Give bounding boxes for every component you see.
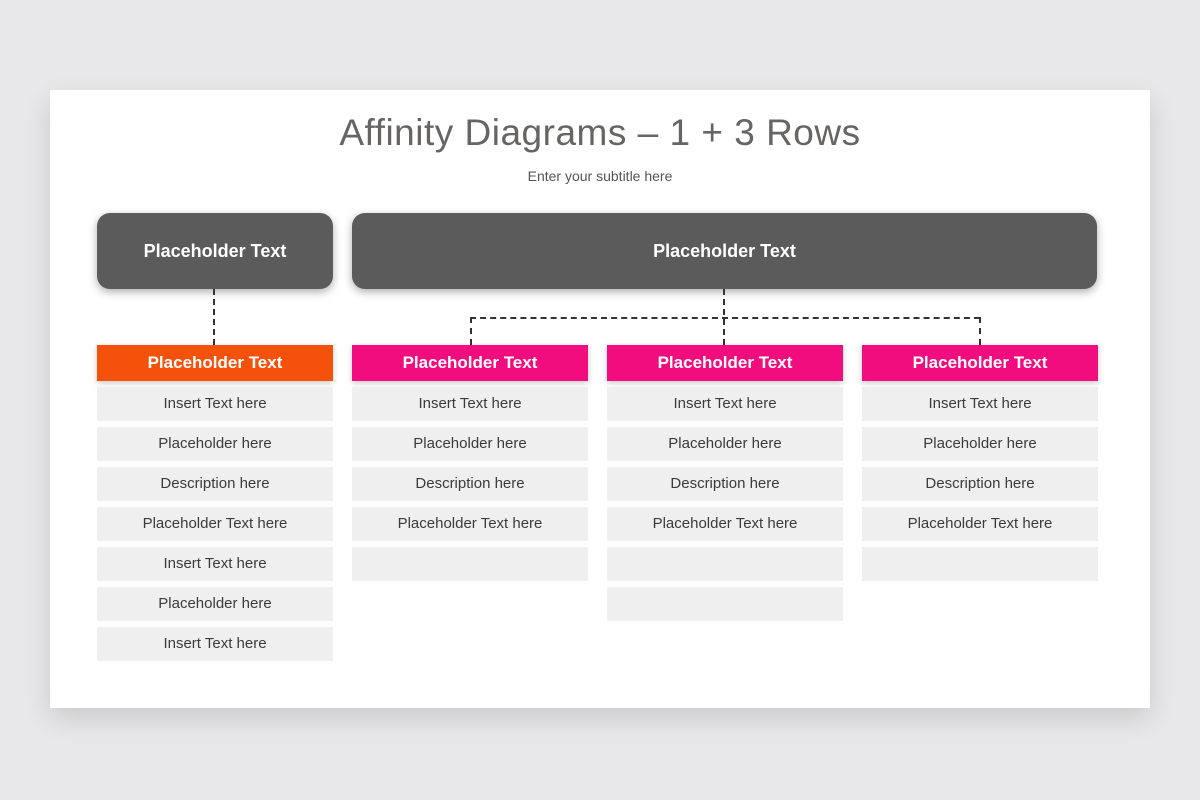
parent-box-right[interactable]: Placeholder Text xyxy=(352,213,1097,289)
parent-box-right-label: Placeholder Text xyxy=(653,240,796,261)
list-item[interactable]: Placeholder here xyxy=(352,427,588,461)
parent-box-left[interactable]: Placeholder Text xyxy=(97,213,333,289)
column-3-header[interactable]: Placeholder Text xyxy=(607,345,843,381)
column-1-header-label: Placeholder Text xyxy=(147,353,283,372)
list-item[interactable]: Placeholder here xyxy=(607,427,843,461)
column-4-header[interactable]: Placeholder Text xyxy=(862,345,1098,381)
connector-stub-left xyxy=(470,317,472,345)
affinity-column-4: Placeholder Text Insert Text here Placeh… xyxy=(862,345,1098,581)
list-item-empty[interactable] xyxy=(607,547,843,581)
list-item[interactable]: Description here xyxy=(607,467,843,501)
list-item[interactable]: Insert Text here xyxy=(607,387,843,421)
list-item[interactable]: Insert Text here xyxy=(862,387,1098,421)
affinity-column-3: Placeholder Text Insert Text here Placeh… xyxy=(607,345,843,621)
column-3-header-label: Placeholder Text xyxy=(657,353,793,372)
list-item[interactable]: Placeholder Text here xyxy=(607,507,843,541)
connector-left-vertical xyxy=(213,289,215,345)
column-2-header-label: Placeholder Text xyxy=(402,353,538,372)
parent-box-left-label: Placeholder Text xyxy=(143,240,287,261)
list-item[interactable]: Placeholder here xyxy=(97,587,333,621)
list-item[interactable]: Description here xyxy=(97,467,333,501)
connector-horizontal xyxy=(470,317,980,319)
list-item[interactable]: Placeholder Text here xyxy=(97,507,333,541)
list-item[interactable]: Placeholder Text here xyxy=(352,507,588,541)
list-item[interactable]: Description here xyxy=(862,467,1098,501)
list-item[interactable]: Description here xyxy=(352,467,588,501)
page-subtitle: Enter your subtitle here xyxy=(527,168,673,184)
list-item[interactable]: Placeholder here xyxy=(862,427,1098,461)
slide-card: Affinity Diagrams – 1 + 3 Rows Enter you… xyxy=(50,90,1150,708)
column-1-header[interactable]: Placeholder Text xyxy=(97,345,333,381)
affinity-column-2: Placeholder Text Insert Text here Placeh… xyxy=(352,345,588,581)
list-item[interactable]: Placeholder here xyxy=(97,427,333,461)
list-item-empty[interactable] xyxy=(607,587,843,621)
list-item[interactable]: Insert Text here xyxy=(352,387,588,421)
column-2-header[interactable]: Placeholder Text xyxy=(352,345,588,381)
column-4-header-label: Placeholder Text xyxy=(912,353,1048,372)
connector-stub-right xyxy=(979,317,981,345)
list-item[interactable]: Insert Text here xyxy=(97,547,333,581)
list-item[interactable]: Placeholder Text here xyxy=(862,507,1098,541)
affinity-column-1: Placeholder Text Insert Text here Placeh… xyxy=(97,345,333,661)
page-title: Affinity Diagrams – 1 + 3 Rows xyxy=(339,112,861,153)
list-item[interactable]: Insert Text here xyxy=(97,627,333,661)
list-item-empty[interactable] xyxy=(862,547,1098,581)
list-item-empty[interactable] xyxy=(352,547,588,581)
list-item[interactable]: Insert Text here xyxy=(97,387,333,421)
